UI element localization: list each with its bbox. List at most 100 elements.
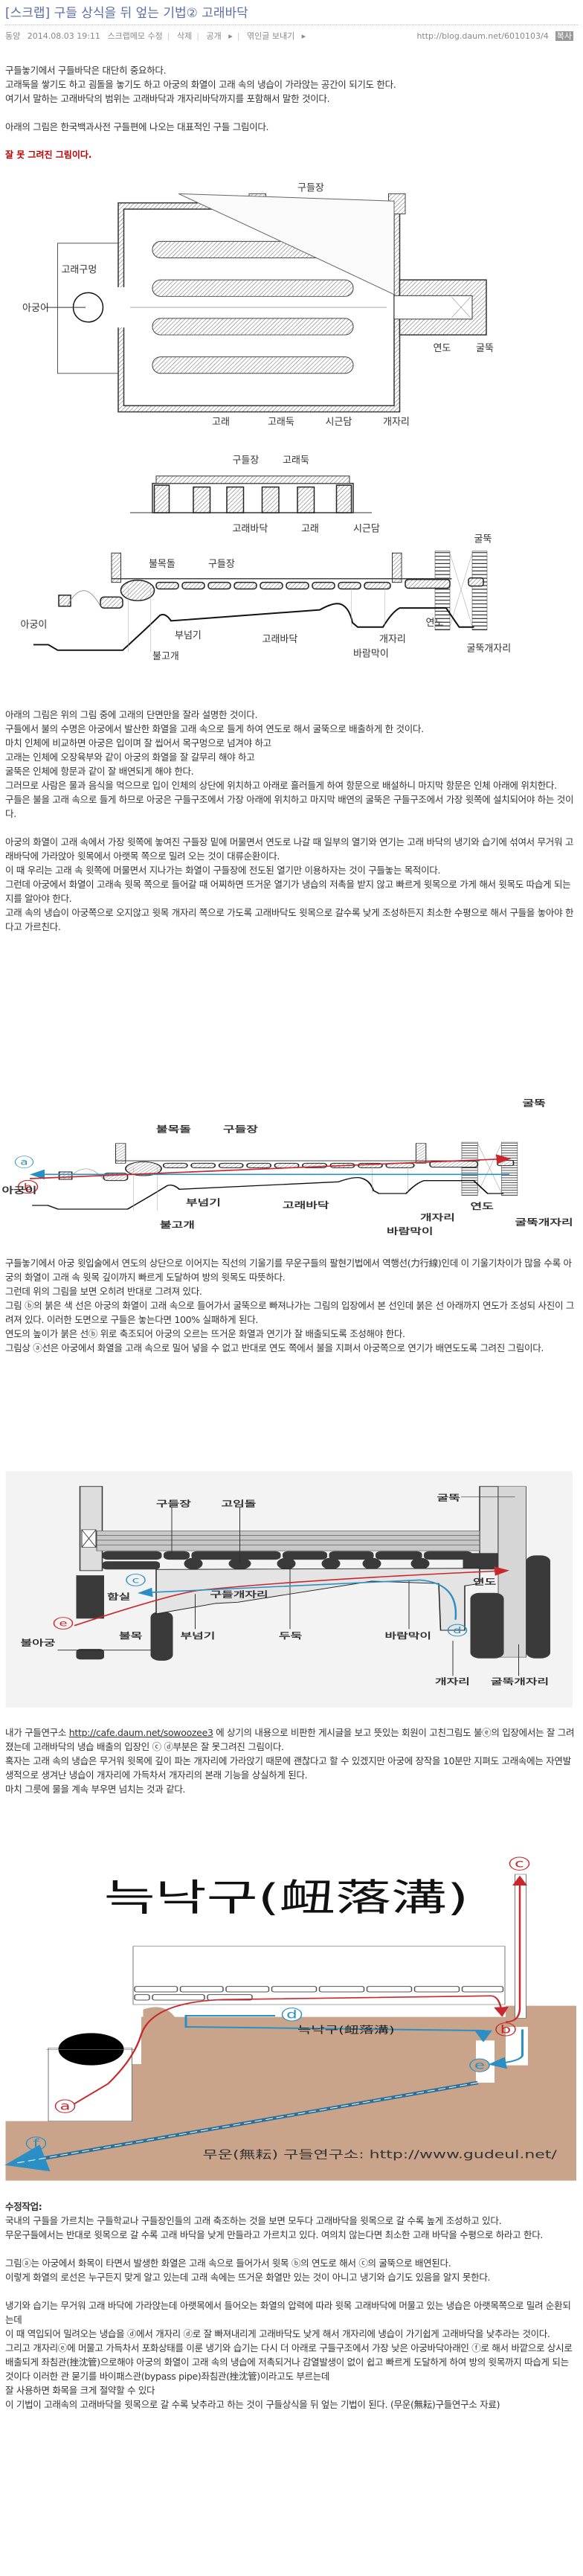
label-gaejari: 개자리	[379, 634, 406, 645]
label-gorae: 고래	[301, 524, 319, 535]
label-gudeuljang: 구들장	[297, 182, 324, 193]
text-line: 냉기와 습기는 무거워 고래 바닥에 가라앉는데 아랫목에서 들어오는 화열의 …	[5, 2300, 571, 2325]
cross-section-b	[33, 550, 488, 653]
label-buneomgi: 부넘기	[175, 630, 202, 641]
text-line	[5, 2242, 578, 2256]
visibility-label: 공개	[206, 31, 222, 41]
post-url[interactable]: http://blog.daum.net/6010103/4	[416, 31, 549, 41]
text-line: 그리고 개자리ⓔ에 머물고 가득차서 포화상태를 이룬 냉기와 습기는 다시 더…	[5, 2342, 573, 2382]
hot-flow-line	[74, 1995, 509, 2104]
label-bulgogae: 불고개	[160, 1220, 195, 1230]
label-gaejari: 개자리	[435, 1677, 470, 1686]
label-gorae-hole: 고래구멍	[61, 264, 97, 275]
text-line: 이렇게 화열의 로선은 누구든지 맞게 알고 있는데 고래 속에는 뜨거운 화열…	[5, 2272, 491, 2283]
marker-a	[54, 2099, 76, 2113]
marker-c-label: c	[132, 1575, 140, 1586]
post-title: [스크랩] 구들 상식을 뒤 엎는 기법② 고래바닥	[5, 6, 248, 21]
marker-a-label: a	[59, 2100, 70, 2113]
label-gulttuk: 굴뚝	[437, 1494, 460, 1503]
marker-b	[17, 1179, 39, 1194]
text-line: 고래둑을 쌓기도 하고 굄돌을 놓기도 하고 아궁의 화열이 고래 속의 냉습이…	[5, 79, 396, 90]
text-line: 이 때 역입되어 밀려오는 냉습을 ⓓ에서 개자리 ⓓ로 잘 빠져내리게 고래바…	[5, 2328, 550, 2339]
text-line: 내가 구들연구소 http://cafe.daum.net/sowoozee3 …	[5, 1726, 578, 1754]
label-bulmokdol: 불목돌	[156, 1124, 191, 1134]
text-line: 구들에서 불의 수명은 아궁에서 발산한 화열을 고래 속으로 들게 하여 연도…	[5, 723, 424, 734]
revision-heading: 수정작업:	[5, 2201, 42, 2212]
text-line: 그런데 위의 그림을 보면 오히려 반대로 그려져 있다.	[5, 1286, 202, 1297]
label-gudeul-gaejari: 구들개자리	[210, 1590, 268, 1599]
cold-flow-line	[184, 2015, 492, 2042]
label-agungi: 아궁이	[22, 303, 49, 314]
text-lines: 혹자는 고래 속의 냉습은 무거워 윗목에 깊이 파논 개자리에 가라앉기 때문…	[5, 1754, 578, 1796]
text-line: 잘 사용하면 화목을 크게 절약할 수 있다	[5, 2385, 155, 2396]
text-line: 구들은 불을 고래 속으로 들게 하므로 아궁은 구들구조에서 가장 아래에 위…	[5, 794, 574, 819]
label-sigeundam: 시근담	[325, 417, 352, 428]
marker-e	[53, 1617, 74, 1630]
visibility-dropdown[interactable]: 공개 ▸	[206, 31, 233, 41]
label-barammagi: 바람막이	[385, 1631, 432, 1641]
credit-text: 무운(無耘) 구들연구소: http://www.gudeul.net/	[203, 2149, 558, 2161]
label-gorae-floor: 고래바닥	[262, 634, 298, 645]
text-line	[5, 106, 578, 120]
delete-link[interactable]: 삭제	[177, 31, 193, 41]
text-line: 국내의 구들을 가르치는 구들학교나 구들장인들의 고래 축조하는 것을 보면 …	[5, 2215, 502, 2226]
text-line	[5, 134, 578, 148]
text-line: 마치 그릇에 물을 계속 부우면 넘치는 것과 같다.	[5, 1784, 186, 1795]
section-b-labels: 굴뚝 불목돌 구들장 아궁이 부넘기 고래바닥 불고개 바람막이 개자리 연도 …	[20, 534, 511, 663]
plan-view	[45, 193, 487, 413]
author-link[interactable]: 동양	[5, 31, 21, 41]
label-buneomgi: 부넘기	[186, 1198, 221, 1208]
label-bul-agung: 불아궁	[20, 1638, 55, 1648]
text-line: 이 때 우리는 고래 속 윗쪽에 머물면서 지나가는 화열이 구들장에 전도된 …	[5, 865, 441, 876]
label-gudeuljang: 구들장	[232, 455, 259, 467]
label-hamsil: 함실	[107, 1592, 130, 1602]
copy-url-button[interactable]: 복사	[555, 31, 573, 41]
warning-text: 잘 못 그려진 그림이다.	[5, 150, 92, 160]
label-goimdol: 고임돌	[222, 1499, 257, 1508]
text-line: 무운구들에서는 반대로 윗목으로 갈 수록 고래 바닥을 낮게 만들라고 가르치…	[5, 2229, 544, 2240]
intro-text: 구들놓기에서 구들바닥은 대단히 중요하다. 고래둑을 쌓기도 하고 굄돌을 놓기…	[5, 63, 578, 148]
text-line: 구들놓기에서 아궁 윗입술에서 연도의 상단으로 이어지는 직선의 기울기를 무…	[5, 1257, 572, 1283]
chimney-flow-line	[505, 1875, 527, 2023]
text-section-6: 국내의 구들을 가르치는 구들학교나 구들장인들의 고래 축조하는 것을 보면 …	[5, 2214, 578, 2412]
label-yeondo: 연도	[473, 1578, 496, 1587]
label-duduk: 두둑	[279, 1632, 302, 1641]
marker-e-label: e	[59, 1618, 67, 1629]
marker-a-label: a	[20, 1158, 28, 1167]
marker-f-label: f	[33, 2137, 39, 2150]
scrap-memo-edit-link[interactable]: 스크랩메모 수정	[107, 31, 163, 41]
marker-f	[25, 2136, 47, 2150]
marker-e-label: e	[474, 2059, 485, 2072]
text-line	[5, 2284, 578, 2298]
text-fragment: 에 상기의 내용으로 비판한 게시글을 보고 뜻있는 회원이 고친그림도 불ⓔ의…	[5, 1727, 575, 1752]
text-line: 고래는 인체에 오장육부와 같이 아궁의 화열을 잘 갈무리 해야 하고	[5, 752, 255, 763]
trackback-dropdown[interactable]: 엮인글 보내기 ▸	[246, 31, 306, 41]
marker-e	[469, 2058, 490, 2072]
label-gulttuk: 굴뚝	[523, 1098, 546, 1108]
label-gulttuk: 굴뚝	[476, 343, 494, 354]
cross-section	[31, 1141, 518, 1211]
text-line	[5, 821, 578, 835]
label-gorae-dook: 고래둑	[268, 417, 294, 428]
marker-b-label: b	[500, 2022, 512, 2036]
text-line: 구들놓기에서 구들바닥은 대단히 중요하다.	[5, 65, 167, 76]
label-gorae-floor: 고래바닥	[232, 524, 268, 535]
label-gudeuljang: 구들장	[156, 1499, 191, 1509]
text-line: 그런데 아궁에서 화열이 고래속 윗목 쪽으로 들어갈 때 어찌하면 뜨거운 열…	[5, 879, 571, 904]
marker-c	[509, 1856, 530, 1871]
label-gaejari: 개자리	[420, 1213, 455, 1223]
text-line: 그림ⓐ는 아궁에서 화목이 타면서 발생한 화열은 고래 속으로 들어가서 윗목…	[5, 2258, 451, 2269]
label-bulgogae: 불고개	[152, 651, 179, 662]
label-gorae-dook: 고래둑	[283, 455, 309, 467]
label-bulmokdol: 불목돌	[149, 559, 175, 570]
label-gulttuk-gaejari: 굴뚝개자리	[491, 1677, 549, 1686]
text-line: 아궁의 화열이 고래 속에서 가장 윗쪽에 놓여진 구들장 밑에 머물면서 연도…	[5, 836, 574, 862]
cafe-link[interactable]: http://cafe.daum.net/sowoozee3	[68, 1727, 213, 1738]
cold-drain-line	[488, 2029, 524, 2069]
text-section-5: 내가 구들연구소 http://cafe.daum.net/sowoozee3 …	[5, 1726, 578, 1796]
label-gudeuljang: 구들장	[223, 1124, 259, 1135]
text-line: 그러므로 사람은 물과 음식을 먹으므로 입이 인체의 상단에 위치하고 아래로…	[5, 780, 557, 791]
label-bulmok: 불목	[119, 1632, 142, 1641]
cauldron-icon	[58, 2033, 124, 2066]
section-a-labels: 구들장 고래둑 고래바닥 고래 시근담	[232, 455, 379, 535]
